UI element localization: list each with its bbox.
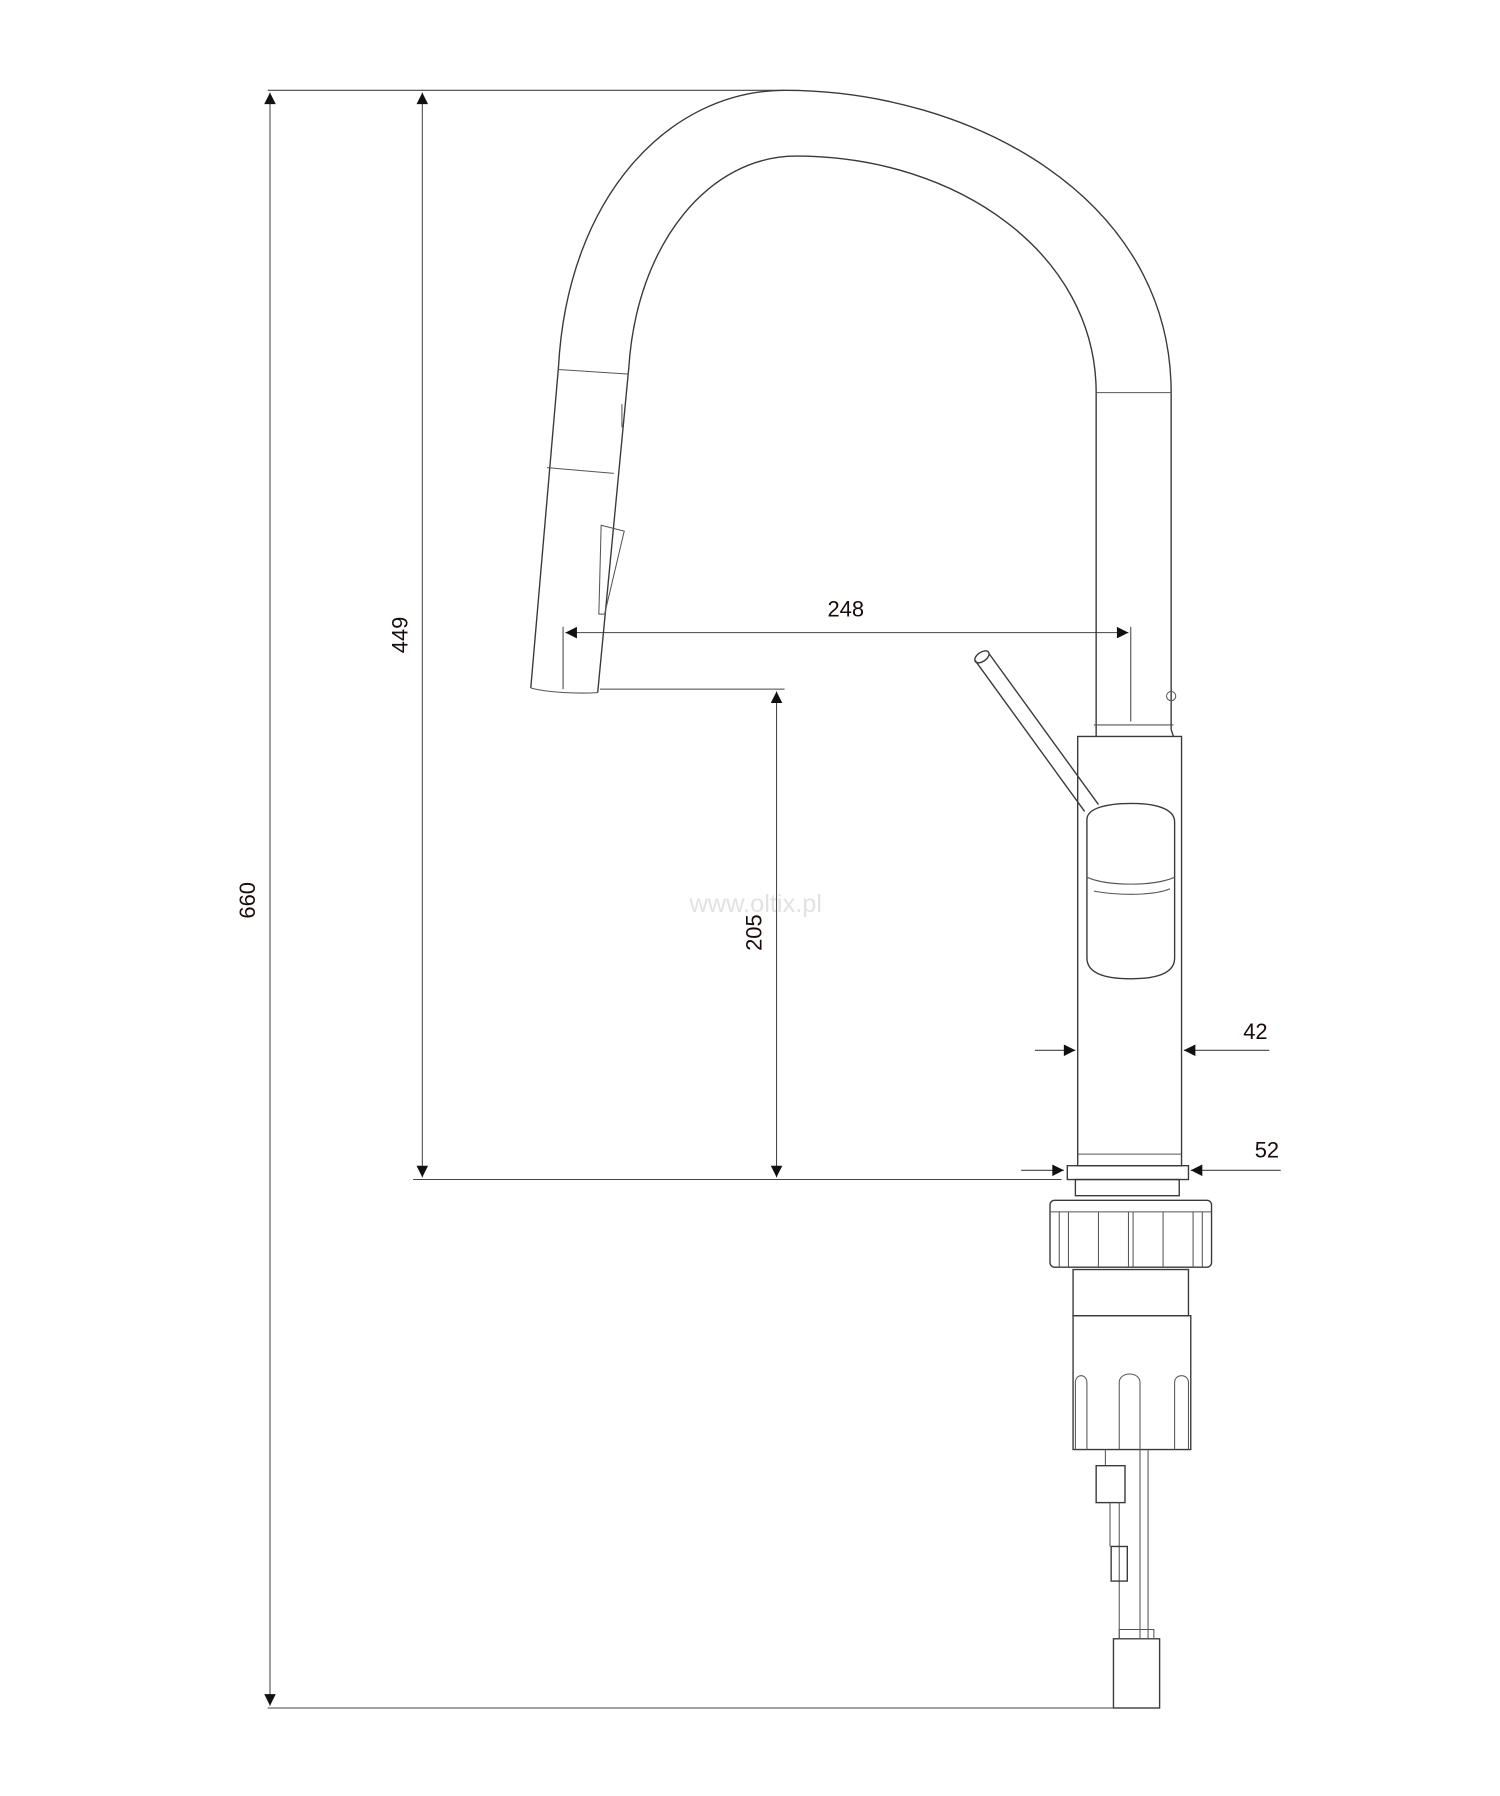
faucet-body bbox=[1077, 724, 1183, 1167]
dimension-base-diameter: 52 bbox=[1021, 1138, 1281, 1177]
dimension-label-449: 449 bbox=[387, 617, 412, 654]
supply-hoses bbox=[1095, 1449, 1161, 1709]
dimension-spout-height: 449 bbox=[387, 92, 1062, 1181]
faucet-spout bbox=[530, 89, 1177, 730]
dimension-label-42: 42 bbox=[1243, 1019, 1267, 1044]
watermark: www.oltix.pl bbox=[688, 890, 822, 918]
faucet-base bbox=[1066, 1165, 1190, 1197]
dimension-label-660: 660 bbox=[235, 882, 260, 919]
dimension-label-248: 248 bbox=[827, 596, 864, 621]
dimension-body-diameter: 42 bbox=[1035, 1019, 1270, 1057]
dimension-outlet-height: 205 bbox=[600, 688, 785, 1178]
mounting-nut bbox=[1049, 1199, 1213, 1451]
dimension-label-205: 205 bbox=[742, 914, 767, 951]
dimension-total-height: 660 bbox=[235, 89, 1114, 1709]
faucet-lever bbox=[974, 650, 1176, 980]
dimension-label-52: 52 bbox=[1255, 1138, 1279, 1163]
dimension-spout-reach: 248 bbox=[562, 596, 1132, 722]
